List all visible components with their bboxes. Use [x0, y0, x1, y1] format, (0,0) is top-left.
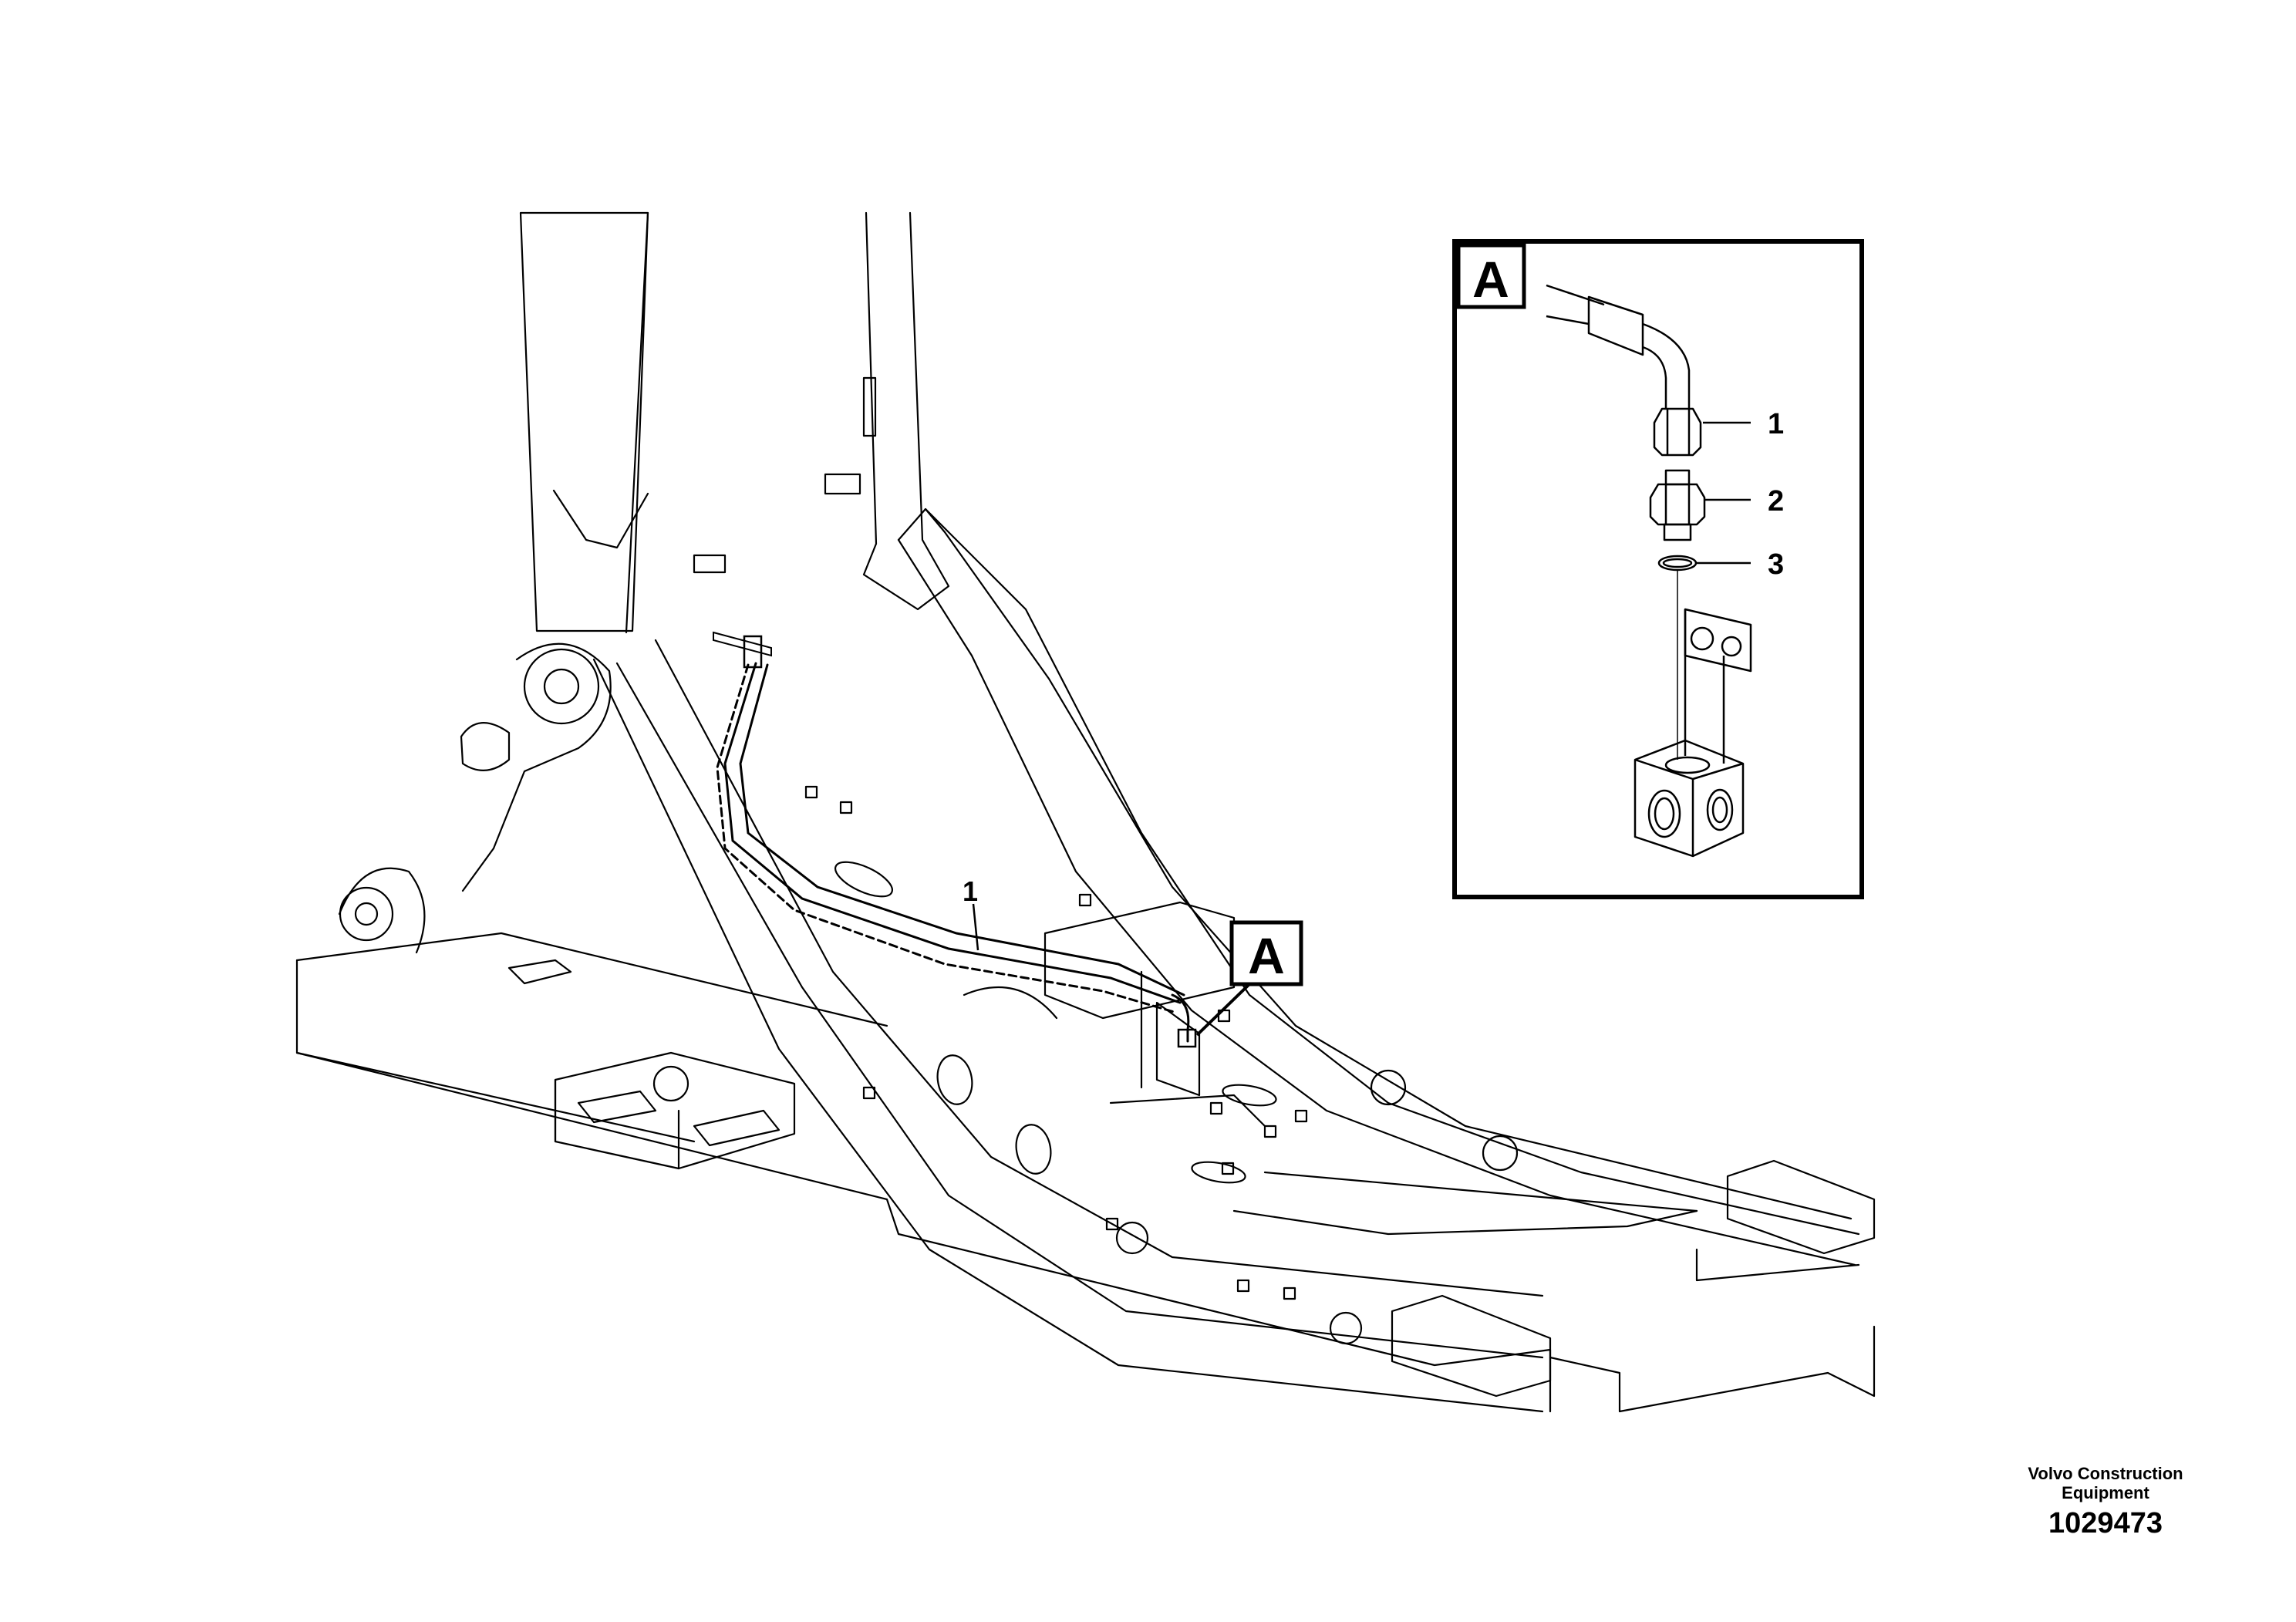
- detail-flag-letter: A: [1248, 927, 1285, 984]
- detail-view-letter: A: [1472, 251, 1509, 308]
- hose-leader-line: [972, 903, 979, 951]
- title-block: Volvo Construction Equipment 1029473: [1990, 1464, 2221, 1540]
- detail-callout-1: 1: [1768, 408, 1784, 440]
- hose-assembly: [713, 631, 1197, 1048]
- detail-callout-2: 2: [1768, 485, 1784, 518]
- drawing-number: 1029473: [2048, 1507, 2163, 1539]
- company-name-line1: Volvo Construction: [2028, 1464, 2183, 1483]
- detail-view-a: A: [1452, 239, 1864, 899]
- machine-frame: [295, 211, 1876, 1413]
- detail-callout-3: 3: [1768, 548, 1784, 581]
- company-name-line2: Equipment: [2062, 1483, 2149, 1502]
- hose-callout-1: 1: [963, 875, 978, 907]
- detail-flag: A: [1195, 920, 1303, 1037]
